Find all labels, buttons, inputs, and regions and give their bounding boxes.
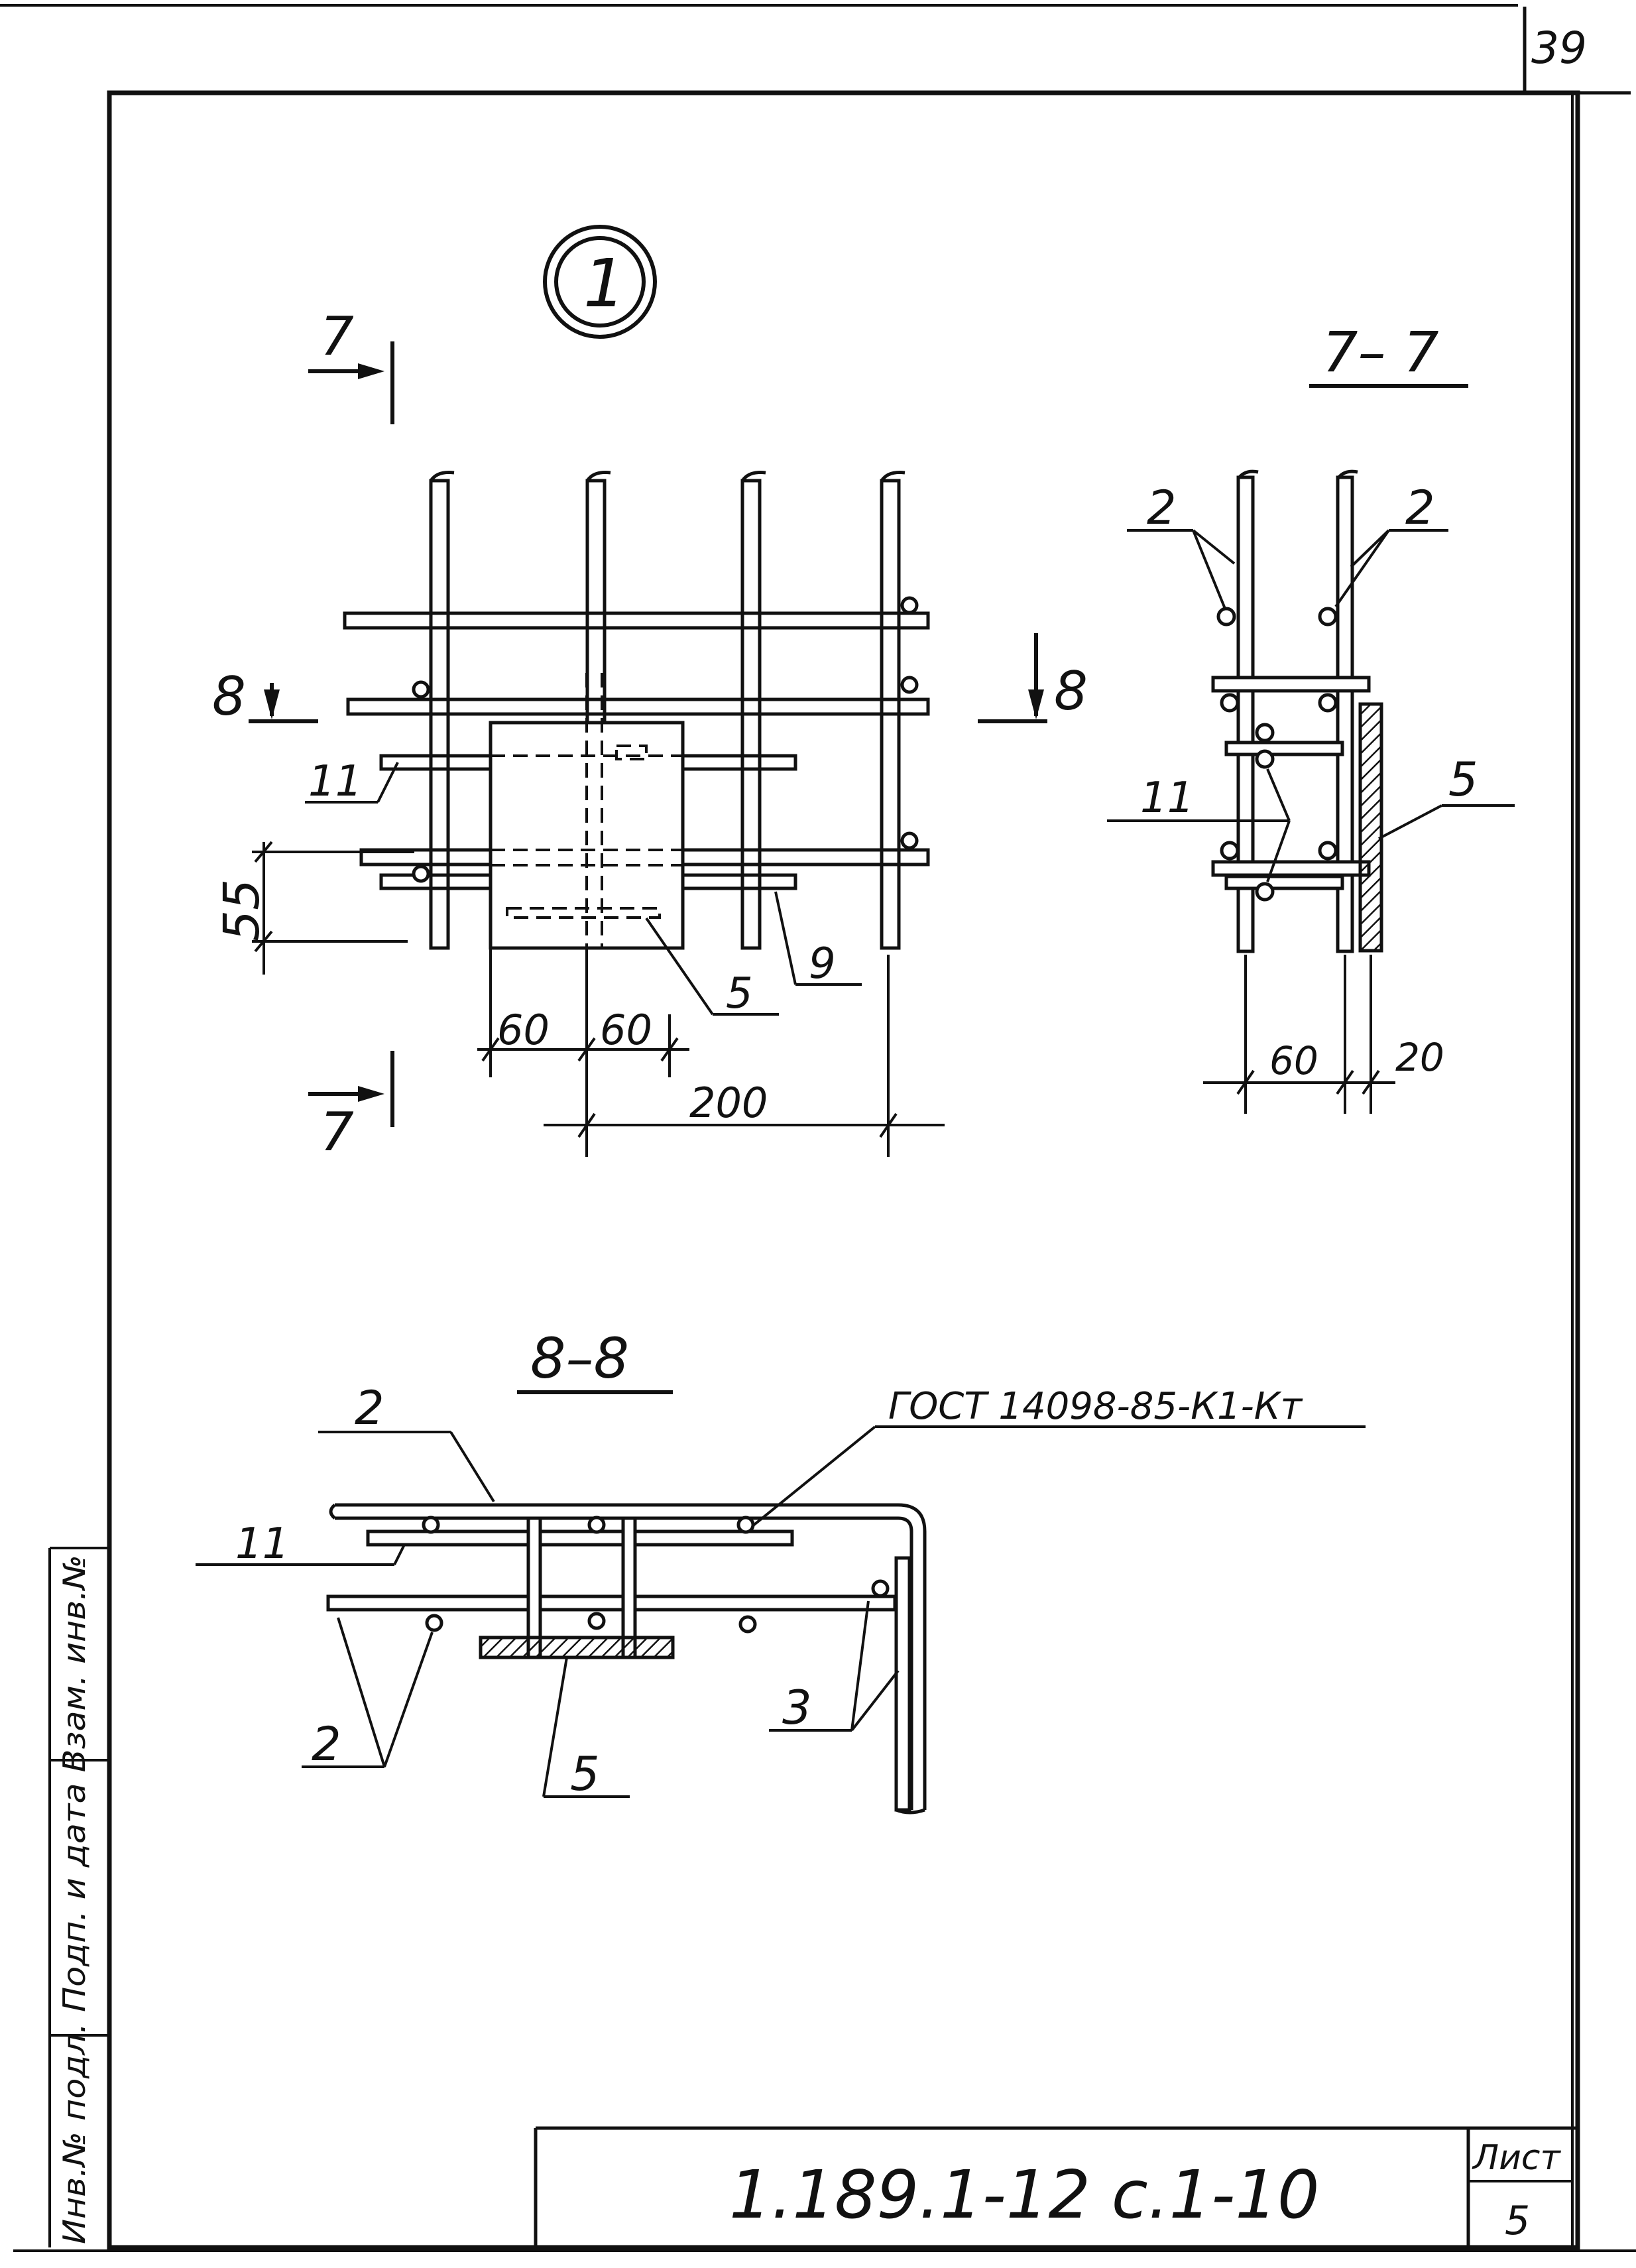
document-code: 1.189.1-12 с.1-10	[729, 2156, 1320, 2234]
corner-page-number: 39	[1531, 23, 1587, 74]
plan-view: 7 7 8 8 11 5	[212, 306, 1088, 1163]
plan-label-9: 9	[809, 939, 836, 988]
plan-dim-60-60	[477, 948, 689, 1077]
cut-marker-8-left	[249, 683, 318, 723]
section-7-7-dim-20: 20	[1395, 1035, 1444, 1080]
plan-dim-200-label: 200	[689, 1079, 768, 1127]
plan-weld-points	[412, 596, 919, 883]
detail-marker-number: 1	[583, 245, 626, 322]
section-8-8-label-2-top: 2	[355, 1381, 384, 1435]
cut-marker-8-right	[978, 633, 1047, 723]
section-7-7: 7– 7	[1107, 320, 1515, 1114]
sheet-frame	[0, 4, 1636, 2252]
plan-label-5: 5	[726, 969, 753, 1018]
detail-marker	[543, 225, 657, 339]
cut-marker-7-bottom	[308, 1051, 394, 1127]
plan-dim-60b-label: 60	[600, 1006, 652, 1054]
section-7-7-title: 7– 7	[1322, 320, 1439, 385]
section-8-8-title: 8–8	[530, 1326, 629, 1391]
plan-dim-60a-label: 60	[497, 1006, 550, 1054]
plan-leader-11	[305, 762, 399, 804]
section-7-7-label-5: 5	[1448, 752, 1478, 807]
section-8-8-label-2-bottom: 2	[312, 1717, 341, 1771]
section-7-7-label-11: 11	[1140, 774, 1194, 823]
side-stamp-text: Инв.№ подл. Подп. и дата Взам. инв.№	[56, 1555, 92, 2244]
section-8-8-gost-note: ГОСТ 14098-85-К1-Кт	[888, 1385, 1303, 1428]
sheet-number: 5	[1505, 2198, 1530, 2244]
section-8-8: 8–8 ГОСТ 14098-85-К1-Кт	[196, 1326, 1366, 1815]
section-8-8-label-11: 11	[235, 1520, 289, 1569]
plan-label-11: 11	[308, 757, 362, 806]
plan-dim-55	[252, 841, 414, 975]
plan-dim-55-label: 55	[213, 879, 270, 941]
plan-leader-5	[645, 917, 779, 1016]
section-7-7-label-2-left: 2	[1147, 481, 1177, 535]
cut-label-8-left: 8	[212, 666, 246, 727]
section-7-7-label-2-right: 2	[1405, 481, 1435, 535]
cut-marker-7-top	[308, 341, 394, 424]
section-8-8-label-3: 3	[782, 1681, 812, 1735]
section-7-7-dim-60: 60	[1269, 1038, 1318, 1083]
cut-label-7-bottom: 7	[320, 1101, 354, 1163]
section-8-8-label-5: 5	[570, 1747, 600, 1801]
cut-label-8-right: 8	[1054, 660, 1088, 722]
side-stamp: Инв.№ подл. Подп. и дата Взам. инв.№	[48, 1547, 109, 2247]
title-block	[534, 2126, 1578, 2247]
sheet-label: Лист	[1472, 2138, 1561, 2178]
plan-leader-9	[774, 891, 862, 986]
plan-dim-200	[544, 955, 945, 1157]
cut-label-7-top: 7	[320, 306, 354, 367]
plan-hidden-lines	[491, 673, 683, 948]
